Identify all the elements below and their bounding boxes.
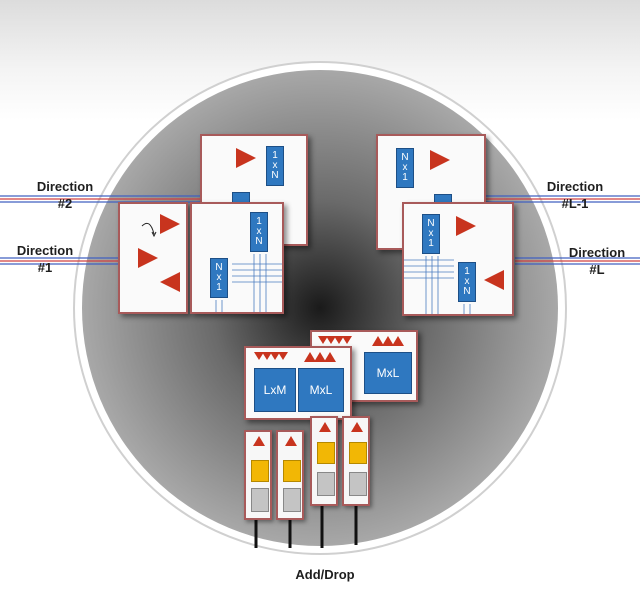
transponder-card-3 <box>310 416 338 506</box>
wss-nx1-switch: N x 1 <box>210 258 228 298</box>
transceiver-block <box>317 472 335 496</box>
drop-arrow-icon <box>278 352 288 360</box>
direction-2-text: Direction <box>36 179 94 194</box>
lxm-switch: LxM <box>254 368 296 412</box>
transceiver-block <box>283 488 301 512</box>
switch-label: x <box>464 276 470 287</box>
drop-arrow-icon <box>334 336 344 344</box>
add-arrow-icon <box>372 336 384 346</box>
direction-l1-label: Direction #L-1 <box>540 178 610 212</box>
switch-label: x <box>256 226 262 237</box>
switch-label: x <box>428 228 434 239</box>
add-arrow-icon <box>351 422 363 432</box>
switch-label: N <box>271 170 279 181</box>
amplifier-card-direction-1 <box>118 202 188 314</box>
direction-l-label: Direction #L <box>562 244 632 278</box>
switch-label: 1 <box>216 282 222 293</box>
drop-arrow-icon <box>254 352 264 360</box>
switch-label: 1 <box>428 238 434 249</box>
add-arrow-icon <box>304 352 316 362</box>
transceiver-block <box>349 472 367 496</box>
add-arrow-icon <box>324 352 336 362</box>
switch-label: N <box>427 218 435 229</box>
wss-1xn-switch: 1 x N <box>250 212 268 252</box>
amplifier-block <box>283 460 301 482</box>
direction-1-label: Direction #1 <box>10 242 80 276</box>
drop-arrow-icon <box>326 336 336 344</box>
mxl-switch-back: MxL <box>364 352 412 394</box>
wss-1xn-switch: 1 x N <box>266 146 284 186</box>
drop-arrow-icon <box>342 336 352 344</box>
switch-label: N <box>463 286 471 297</box>
add-drop-switch-card-front: LxM MxL <box>244 346 352 420</box>
amplifier-arrow-icon <box>456 216 476 236</box>
transponder-card-1 <box>244 430 272 520</box>
amplifier-block <box>251 460 269 482</box>
internal-fibers <box>404 256 471 314</box>
add-drop-label: Add/Drop <box>295 567 355 582</box>
direction-1-num: #1 <box>37 260 53 275</box>
direction-2-num: #2 <box>57 196 73 211</box>
amplifier-arrow-icon <box>430 150 450 170</box>
loop-arrow-icon <box>141 222 157 238</box>
switch-label: x <box>402 162 408 173</box>
add-arrow-icon <box>253 436 265 446</box>
add-arrow-icon <box>382 336 394 346</box>
transponder-card-2 <box>276 430 304 520</box>
switch-label: 1 <box>256 216 262 227</box>
amplifier-arrow-icon <box>484 270 504 290</box>
switch-label: N <box>401 152 409 163</box>
switch-label: x <box>216 272 222 283</box>
switch-label: N <box>215 262 223 273</box>
arrow-row <box>316 334 416 346</box>
add-arrow-icon <box>392 336 404 346</box>
degree-card-direction-1: 1 x N N x 1 <box>190 202 284 314</box>
drop-arrow-icon <box>262 352 272 360</box>
degree-card-direction-l: N x 1 1 x N <box>402 202 514 316</box>
internal-fibers <box>215 254 282 312</box>
transceiver-block <box>251 488 269 512</box>
arrow-row <box>250 350 350 362</box>
amplifier-arrow-icon <box>138 248 158 268</box>
fiber-lines-left <box>0 195 200 265</box>
switch-label: 1 <box>402 172 408 183</box>
direction-2-label: Direction #2 <box>30 178 100 212</box>
switch-label: x <box>272 160 278 171</box>
add-arrow-icon <box>285 436 297 446</box>
mxl-switch-front: MxL <box>298 368 344 412</box>
add-drop-fibers <box>254 505 358 548</box>
amplifier-block <box>317 442 335 464</box>
switch-label: 1 <box>272 150 278 161</box>
amplifier-block <box>349 442 367 464</box>
switch-label: 1 <box>464 266 470 277</box>
direction-l-num: #L <box>589 262 605 277</box>
transponder-card-4 <box>342 416 370 506</box>
amplifier-arrow-icon <box>236 148 256 168</box>
direction-l1-text: Direction <box>546 179 604 194</box>
amplifier-arrow-icon <box>160 272 180 292</box>
drop-arrow-icon <box>318 336 328 344</box>
amplifier-arrow-icon <box>160 214 180 234</box>
drop-arrow-icon <box>270 352 280 360</box>
wss-nx1-switch: N x 1 <box>396 148 414 188</box>
add-arrow-icon <box>319 422 331 432</box>
wss-1xn-switch: 1 x N <box>458 262 476 302</box>
add-arrow-icon <box>314 352 326 362</box>
wss-nx1-switch: N x 1 <box>422 214 440 254</box>
direction-l1-num: #L-1 <box>561 196 589 211</box>
switch-label: N <box>255 236 263 247</box>
direction-l-text: Direction <box>568 245 626 260</box>
direction-1-text: Direction <box>16 243 74 258</box>
